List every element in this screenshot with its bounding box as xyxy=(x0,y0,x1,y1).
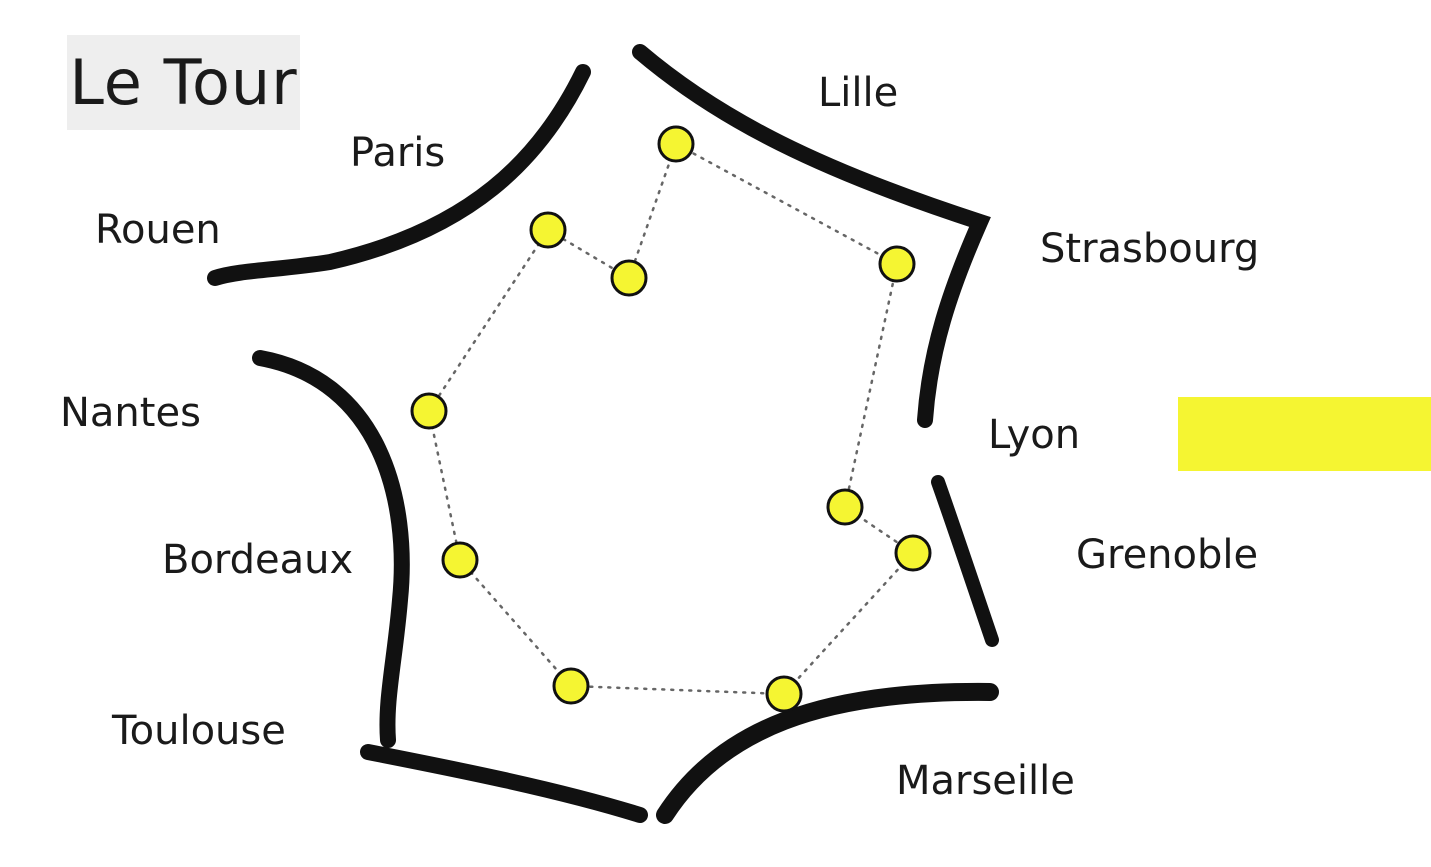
city-dot-bordeaux[interactable] xyxy=(441,541,479,579)
brush-stroke-south-east xyxy=(656,682,999,824)
yellow-color-swatch xyxy=(1178,397,1431,471)
city-dot-toulouse[interactable] xyxy=(552,667,590,705)
city-dot-strasbourg[interactable] xyxy=(878,245,916,283)
city-dot-lille[interactable] xyxy=(657,125,695,163)
city-dot-marseille[interactable] xyxy=(765,675,803,713)
title-box: Le Tour xyxy=(67,35,300,130)
route-dotted-line xyxy=(427,142,915,696)
brush-stroke-east xyxy=(931,475,999,647)
city-label-grenoble: Grenoble xyxy=(1076,532,1259,578)
page-title: Le Tour xyxy=(69,46,298,119)
city-label-strasbourg: Strasbourg xyxy=(1040,226,1260,272)
brush-stroke-west xyxy=(252,350,410,748)
city-dot-rouen[interactable] xyxy=(529,211,567,249)
city-label-nantes: Nantes xyxy=(60,390,201,436)
brush-stroke-north-east xyxy=(632,44,991,428)
city-label-bordeaux: Bordeaux xyxy=(162,537,354,583)
city-dot-grenoble[interactable] xyxy=(894,534,932,572)
city-dot-paris[interactable] xyxy=(610,259,648,297)
city-label-rouen: Rouen xyxy=(95,207,221,253)
city-label-lyon: Lyon xyxy=(988,412,1081,458)
city-label-toulouse: Toulouse xyxy=(112,708,286,754)
brush-stroke-south-west xyxy=(360,744,648,823)
city-dot-lyon[interactable] xyxy=(826,488,864,526)
city-label-paris: Paris xyxy=(350,130,446,176)
city-label-marseille: Marseille xyxy=(896,758,1075,804)
city-label-lille: Lille xyxy=(818,70,899,116)
brush-stroke-north-west xyxy=(207,64,591,286)
city-dot-nantes[interactable] xyxy=(410,392,448,430)
